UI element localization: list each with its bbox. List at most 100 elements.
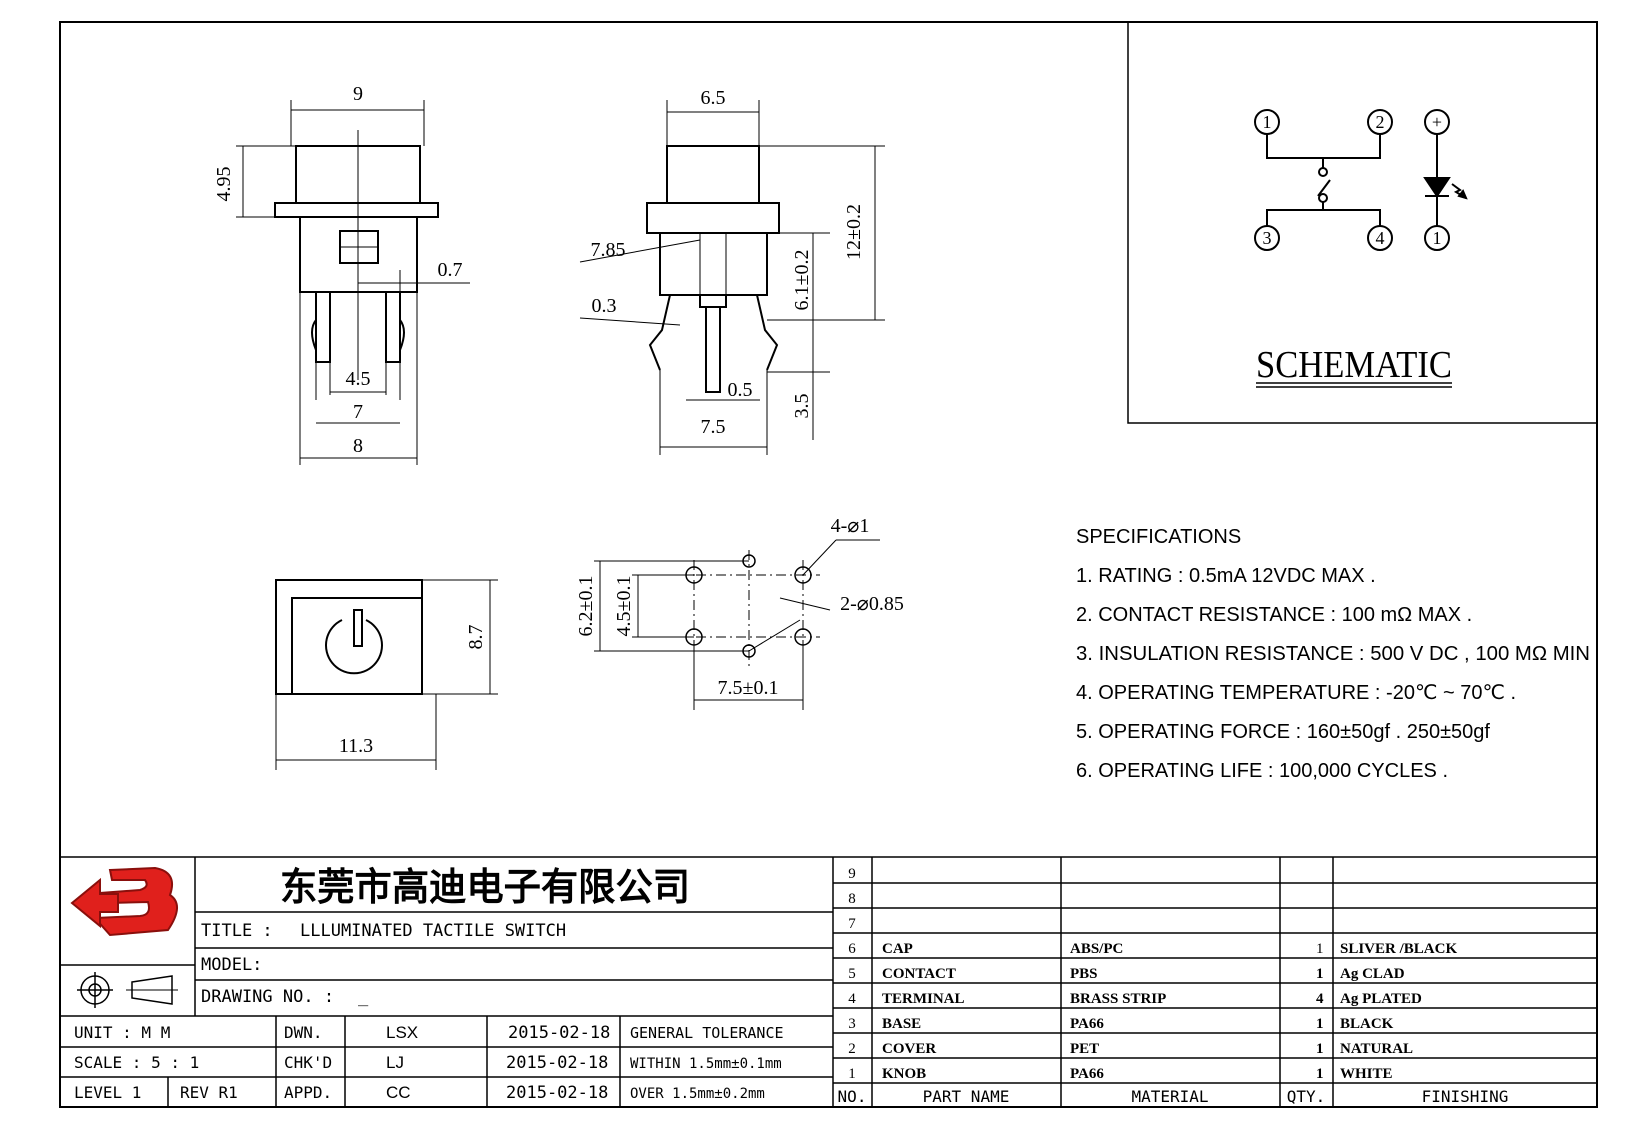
parts-row: 5 CONTACT PBS 1 Ag CLAD: [848, 966, 1405, 982]
part-no: 2: [848, 1041, 856, 1057]
parts-row: 8: [848, 891, 856, 907]
appd-label: APPD.: [284, 1083, 332, 1102]
pin-label: 3: [1263, 228, 1272, 248]
pin-label: 4: [1376, 228, 1385, 248]
led-symbol: [1423, 109, 1468, 251]
part-no: 4: [848, 991, 856, 1007]
tolerance-over: OVER 1.5mm±0.2mm: [630, 1086, 765, 1102]
part-name: CAP: [882, 941, 913, 957]
company-name: 东莞市高迪电子有限公司: [280, 865, 690, 909]
dim-label: 7.5±0.1: [718, 677, 779, 699]
appd-value: CC: [386, 1083, 411, 1102]
part-qty: 1: [1316, 966, 1324, 982]
chkd-label: CHK'D: [284, 1053, 332, 1072]
switch-pin-labels: 1 2 3 4: [1263, 112, 1385, 248]
led-pin-label: +: [1432, 112, 1442, 132]
top-view: [275, 579, 498, 770]
title-block-text: TITLE : LLLUMINATED TACTILE SWITCH MODEL…: [74, 921, 784, 1103]
schematic-title: SCHEMATIC: [1256, 344, 1452, 386]
dim-label: 6.5: [701, 87, 726, 109]
part-finishing: Ag CLAD: [1340, 966, 1405, 982]
part-no: 7: [848, 916, 856, 932]
part-no: 3: [848, 1016, 856, 1032]
dim-label: 9: [353, 83, 363, 105]
part-qty: 1: [1316, 941, 1324, 957]
model-label: MODEL:: [201, 955, 262, 975]
dim-label: 6.1±0.2: [791, 250, 813, 311]
appd-date: 2015-02-18: [506, 1083, 608, 1103]
parts-row: 3 BASE PA66 1 BLACK: [848, 1016, 1393, 1032]
part-name: KNOB: [882, 1066, 926, 1082]
part-finishing: SLIVER /BLACK: [1340, 941, 1457, 957]
parts-table: 9 8 7 6 CAP ABS/PC 1 SLIVER /BLACK 5 CON…: [838, 866, 1509, 1106]
part-name: TERMINAL: [882, 991, 965, 1007]
front-view-dimensions: 9 4.95 0.7 4.5 7 8: [213, 83, 463, 457]
switch-symbol: [1254, 109, 1393, 251]
spec-item: 3. INSULATION RESISTANCE : 500 V DC , 10…: [1076, 643, 1590, 665]
dim-label: 3.5: [791, 394, 813, 419]
spec-item: 1. RATING : 0.5mA 12VDC MAX .: [1076, 565, 1376, 587]
side-view-dimensions: 6.5 7.85 0.3 12±0.2 6.1±0.2 3.5 0.5 7.5: [591, 87, 866, 438]
company-logo: [70, 866, 178, 937]
part-qty: 1: [1316, 1016, 1324, 1032]
unit-label: UNIT : M M: [74, 1023, 170, 1042]
spec-item: 4. OPERATING TEMPERATURE : -20℃ ~ 70℃ .: [1076, 682, 1516, 704]
side-view: [579, 100, 885, 455]
dim-label: 0.5: [728, 379, 753, 401]
rev-label: REV R1: [180, 1083, 238, 1102]
dwn-date: 2015-02-18: [508, 1023, 610, 1043]
parts-row: 2 COVER PET 1 NATURAL: [848, 1041, 1413, 1057]
pin-label: 1: [1263, 112, 1272, 132]
part-finishing: NATURAL: [1340, 1041, 1413, 1057]
spec-heading: SPECIFICATIONS: [1076, 526, 1241, 548]
part-finishing: Ag PLATED: [1340, 991, 1422, 1007]
chkd-date: 2015-02-18: [506, 1053, 608, 1073]
level-label: LEVEL 1: [74, 1083, 141, 1102]
header-qty: QTY.: [1287, 1087, 1326, 1106]
title-label: TITLE :: [201, 921, 273, 941]
title-block: [60, 856, 1597, 1107]
part-material: PBS: [1070, 966, 1098, 982]
spec-item: 5. OPERATING FORCE : 160±50gf . 250±50gf: [1076, 721, 1490, 743]
dim-label: 8: [353, 435, 363, 457]
dim-label: 8.7: [465, 625, 487, 650]
header-part-name: PART NAME: [923, 1087, 1010, 1106]
parts-row: 1 KNOB PA66 1 WHITE: [848, 1066, 1392, 1082]
dim-label: 0.7: [438, 259, 463, 281]
front-view: [236, 100, 470, 465]
specifications: SPECIFICATIONS 1. RATING : 0.5mA 12VDC M…: [1076, 526, 1590, 782]
parts-row: 9: [848, 866, 856, 882]
sheet-border: [59, 21, 1598, 1108]
dim-label: 4-⌀1: [831, 515, 870, 537]
schematic-panel: 1 2 3 4 + 1 SCHEMATIC: [1127, 22, 1597, 424]
part-material: PET: [1070, 1041, 1099, 1057]
spec-item: 6. OPERATING LIFE : 100,000 CYCLES .: [1076, 760, 1448, 782]
dim-label: 2-⌀0.85: [840, 593, 904, 615]
dim-label: 12±0.2: [843, 204, 865, 260]
dim-label: 6.2±0.1: [575, 576, 597, 637]
header-material: MATERIAL: [1131, 1087, 1208, 1106]
tolerance-within: WITHIN 1.5mm±0.1mm: [630, 1056, 782, 1072]
part-no: 9: [848, 866, 856, 882]
parts-row: 7: [848, 916, 856, 932]
led-pin-label: 1: [1433, 228, 1442, 248]
dwn-label: DWN.: [284, 1023, 323, 1042]
part-no: 5: [848, 966, 856, 982]
parts-header: NO. PART NAME MATERIAL QTY. FINISHING: [838, 1087, 1509, 1106]
part-material: ABS/PC: [1070, 941, 1123, 957]
top-view-dimensions: 8.7 11.3: [339, 625, 487, 758]
part-finishing: BLACK: [1340, 1016, 1394, 1032]
dim-label: 4.95: [213, 167, 235, 202]
part-name: CONTACT: [882, 966, 956, 982]
pin-label: 2: [1376, 112, 1385, 132]
projection-symbol: [77, 972, 178, 1008]
dim-label: 11.3: [339, 735, 373, 757]
chkd-value: LJ: [386, 1053, 404, 1072]
drawing-no-label: DRAWING NO. :: [201, 987, 334, 1007]
scale-label: SCALE : 5 : 1: [74, 1053, 199, 1072]
header-no: NO.: [838, 1087, 867, 1106]
part-material: BRASS STRIP: [1070, 991, 1166, 1007]
dim-label: 7: [353, 401, 363, 423]
part-qty: 1: [1316, 1041, 1324, 1057]
